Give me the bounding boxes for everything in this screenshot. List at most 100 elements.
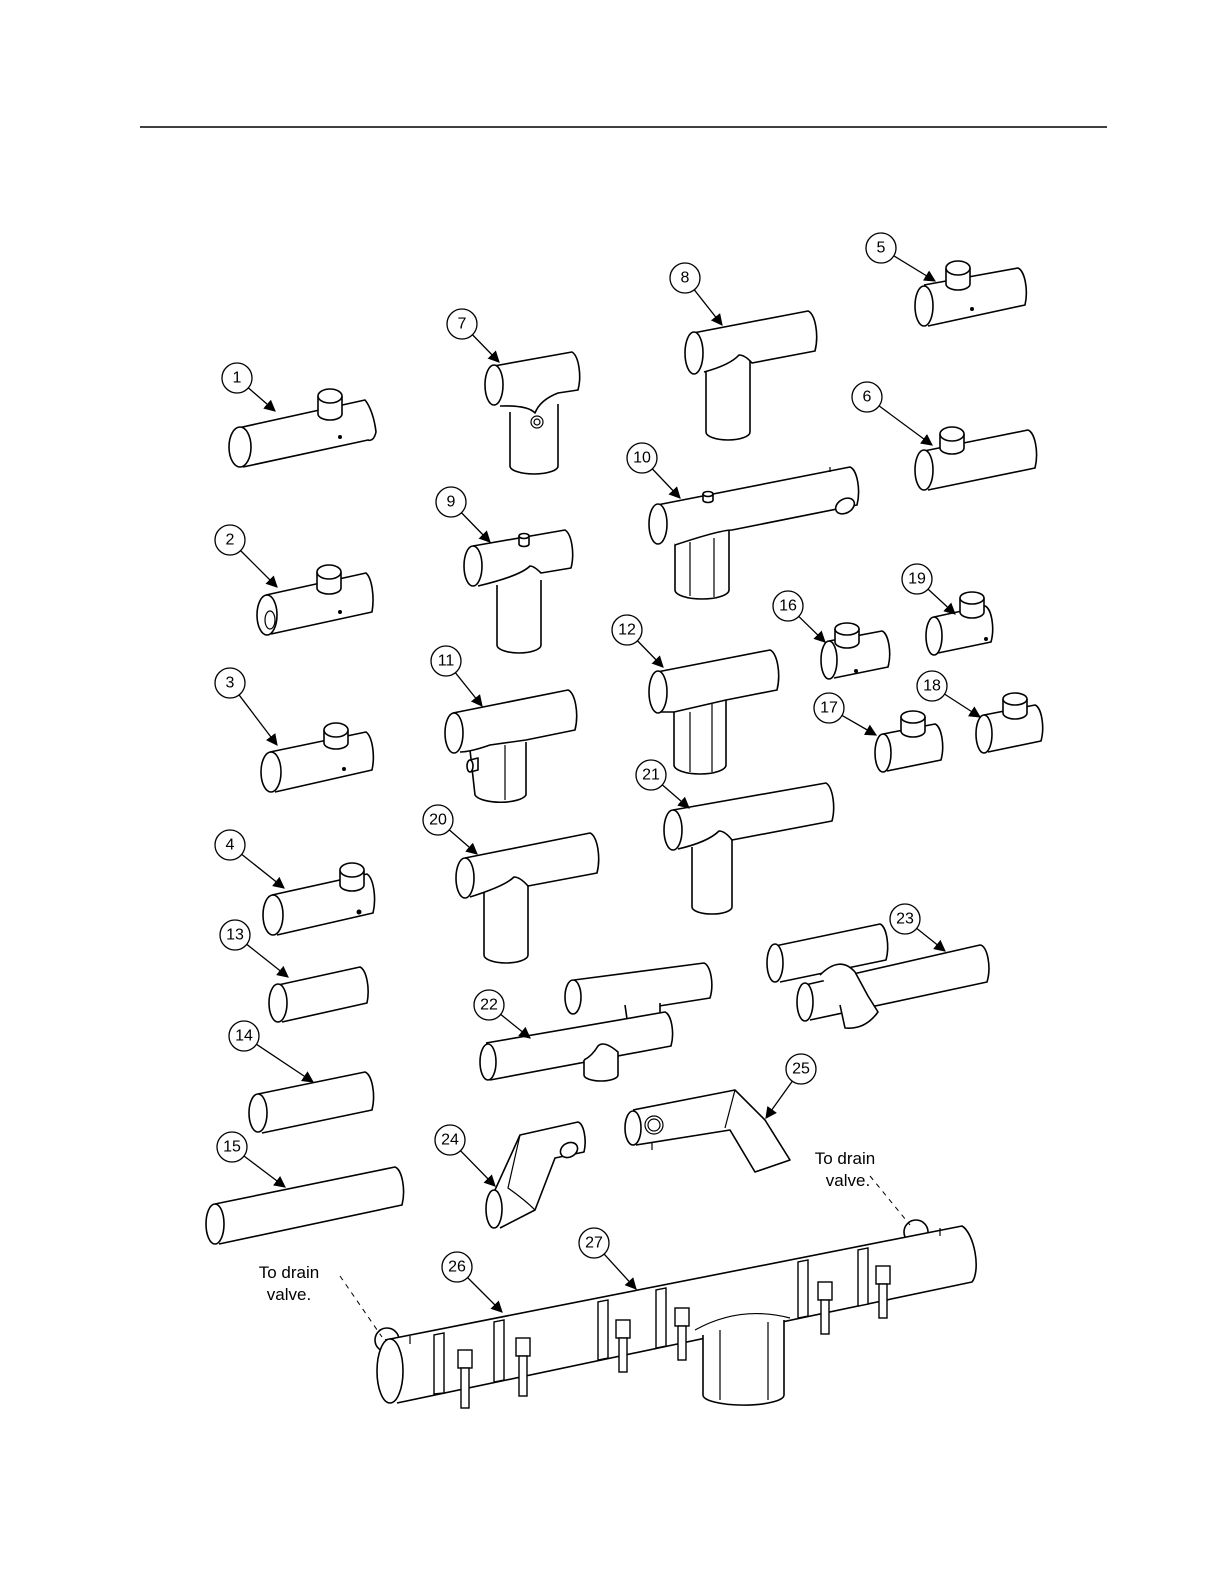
callout-number: 26 bbox=[448, 1259, 466, 1276]
callout-2: 2 bbox=[215, 525, 277, 587]
callout-number: 2 bbox=[226, 532, 235, 549]
part-23-double-tee bbox=[767, 924, 989, 1028]
drain-valve-note-right: To drain valve. bbox=[815, 1149, 910, 1225]
part-16-tee-pipe bbox=[821, 623, 890, 679]
callout-leader bbox=[917, 928, 945, 951]
callout-20: 20 bbox=[423, 805, 477, 854]
callout-11: 11 bbox=[431, 646, 482, 706]
callout-19: 19 bbox=[902, 564, 955, 614]
callout-number: 10 bbox=[633, 450, 651, 467]
part-1-tee-pipe bbox=[229, 389, 376, 467]
drain-valve-note-left: To drain valve. bbox=[259, 1263, 382, 1337]
callout-leader bbox=[239, 695, 277, 745]
part-18-tee-pipe bbox=[976, 693, 1043, 753]
callout-1: 1 bbox=[222, 363, 275, 411]
callout-number: 5 bbox=[877, 240, 886, 257]
callout-number: 17 bbox=[820, 700, 838, 717]
callout-14: 14 bbox=[229, 1021, 313, 1082]
part-17-tee-pipe bbox=[875, 711, 943, 772]
callout-number: 22 bbox=[480, 997, 498, 1014]
callout-number: 25 bbox=[792, 1061, 810, 1078]
callout-leader bbox=[604, 1254, 636, 1289]
callout-leader bbox=[662, 785, 689, 808]
callout-number: 27 bbox=[585, 1235, 603, 1252]
callout-leader bbox=[652, 469, 680, 498]
callout-23: 23 bbox=[890, 904, 945, 951]
callout-number: 23 bbox=[896, 911, 914, 928]
callout-leader bbox=[468, 1278, 502, 1312]
callout-10: 10 bbox=[627, 443, 680, 498]
callout-27: 27 bbox=[579, 1228, 636, 1289]
callout-number: 20 bbox=[429, 812, 447, 829]
part-19-tee-pipe bbox=[926, 592, 993, 655]
callout-15: 15 bbox=[217, 1132, 285, 1187]
callout-16: 16 bbox=[773, 591, 825, 642]
callout-4: 4 bbox=[215, 830, 284, 888]
callout-number: 9 bbox=[447, 494, 456, 511]
callout-leader bbox=[637, 641, 663, 667]
callout-number: 12 bbox=[618, 622, 636, 639]
callout-22: 22 bbox=[474, 990, 530, 1038]
callout-leader bbox=[256, 1044, 313, 1082]
callout-number: 11 bbox=[438, 653, 455, 670]
callout-leader bbox=[799, 616, 825, 642]
callout-12: 12 bbox=[612, 615, 663, 667]
part-20-tee-fitting bbox=[456, 833, 599, 963]
part-6-tee-pipe bbox=[915, 427, 1037, 490]
callout-17: 17 bbox=[814, 693, 876, 735]
note-text-line2: valve. bbox=[826, 1171, 870, 1190]
part-11-tee-fitting bbox=[445, 690, 577, 802]
part-13-pipe-section bbox=[269, 967, 368, 1022]
callout-number: 21 bbox=[642, 767, 660, 784]
callout-leader bbox=[894, 256, 935, 281]
callout-leader bbox=[242, 854, 284, 888]
part-8-tee-fitting bbox=[685, 311, 817, 440]
callout-number: 24 bbox=[441, 1132, 459, 1149]
part-7-tee-fitting bbox=[485, 352, 580, 474]
callout-number: 3 bbox=[226, 675, 235, 692]
callout-5: 5 bbox=[866, 233, 935, 281]
callout-leader bbox=[842, 715, 876, 735]
callout-leader bbox=[694, 290, 722, 325]
callout-leader bbox=[241, 551, 277, 587]
note-text-line1: To drain bbox=[259, 1263, 319, 1282]
callout-leader bbox=[472, 335, 499, 362]
callout-leader bbox=[501, 1014, 530, 1038]
callout-9: 9 bbox=[436, 487, 490, 542]
callout-number: 16 bbox=[779, 598, 797, 615]
part-12-tee-fitting bbox=[649, 650, 779, 774]
part-25-offset-fitting bbox=[625, 1090, 790, 1172]
callout-7: 7 bbox=[447, 309, 499, 362]
callout-number: 13 bbox=[226, 927, 244, 944]
note-text-line2: valve. bbox=[267, 1285, 311, 1304]
callout-number: 8 bbox=[681, 270, 690, 287]
callout-25: 25 bbox=[766, 1054, 816, 1118]
callout-number: 15 bbox=[223, 1139, 241, 1156]
callout-leader bbox=[455, 673, 482, 706]
part-10-manifold-fitting bbox=[649, 467, 859, 599]
part-22-double-tee bbox=[480, 963, 712, 1081]
callout-18: 18 bbox=[917, 671, 980, 717]
part-9-tee-fitting bbox=[464, 530, 573, 653]
callout-26: 26 bbox=[442, 1252, 502, 1312]
callout-3: 3 bbox=[215, 668, 277, 745]
callout-leader bbox=[461, 513, 490, 542]
part-3-tee-pipe bbox=[261, 723, 373, 792]
callout-number: 7 bbox=[458, 316, 467, 333]
callout-leader bbox=[928, 589, 955, 614]
part-2-tee-pipe bbox=[257, 565, 373, 635]
part-5-tee-pipe bbox=[915, 261, 1026, 326]
callout-leader bbox=[945, 694, 980, 717]
callout-number: 6 bbox=[863, 389, 872, 406]
part-15-pipe-section bbox=[206, 1167, 404, 1244]
callout-leader bbox=[766, 1081, 792, 1118]
part-21-tee-fitting bbox=[664, 783, 834, 914]
callout-leader bbox=[460, 1151, 495, 1186]
callout-24: 24 bbox=[435, 1125, 495, 1186]
callout-number: 1 bbox=[233, 370, 242, 387]
callout-8: 8 bbox=[670, 263, 722, 325]
note-text-line1: To drain bbox=[815, 1149, 875, 1168]
callout-number: 19 bbox=[908, 571, 926, 588]
callout-6: 6 bbox=[852, 382, 932, 445]
callout-number: 14 bbox=[235, 1028, 253, 1045]
